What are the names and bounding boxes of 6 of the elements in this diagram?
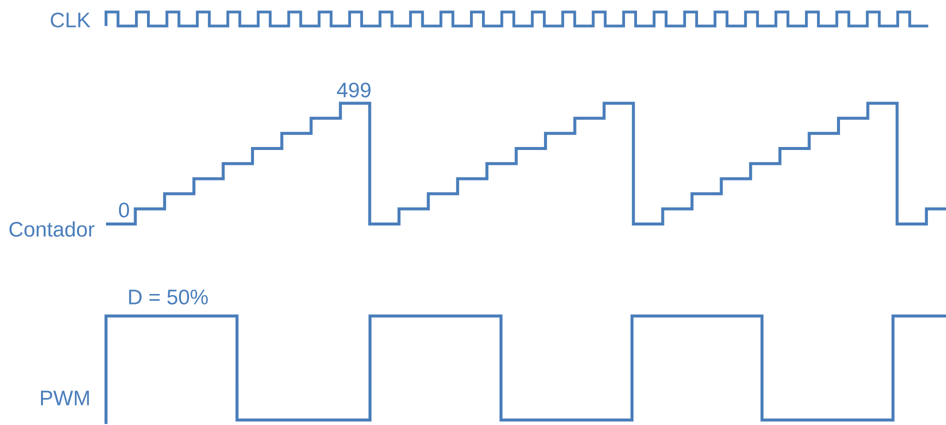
signal-label: CLK [50, 12, 90, 28]
duty-cycle-label: D = 50% [129, 290, 208, 304]
value-label: 499 [336, 82, 370, 98]
value-label: 0 [118, 202, 130, 218]
signal-label: PWM [41, 390, 89, 406]
signal-label: Contador [9, 221, 94, 237]
